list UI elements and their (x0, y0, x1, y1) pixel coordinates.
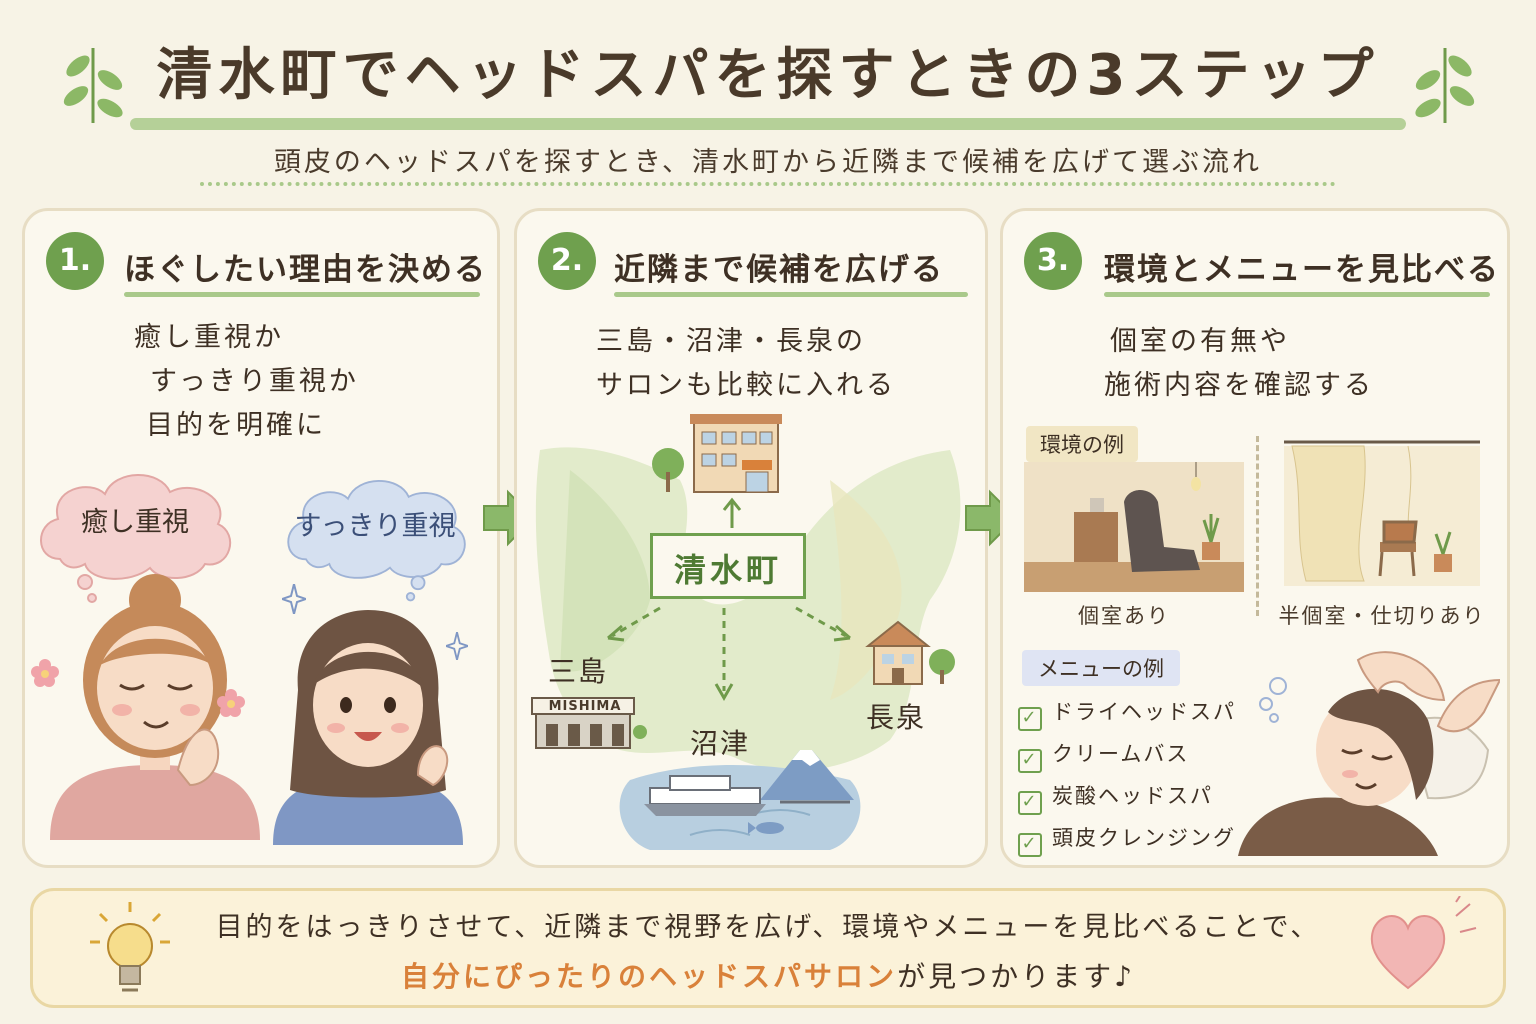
semi-private-room-label: 半個室・仕切りあり (1278, 604, 1486, 628)
heart-icon (1370, 896, 1477, 990)
step3-underline (1104, 292, 1490, 297)
shimizu-building-icon (652, 414, 782, 493)
leaf-icon-left (63, 48, 123, 123)
step2-underline (614, 292, 968, 297)
flower-icon-right (217, 689, 245, 717)
private-room-label: 個室あり (1078, 604, 1170, 628)
step3-line2: 施術内容を確認する (1104, 370, 1374, 401)
thought-bubble-blue (287, 480, 466, 602)
step1-line3: 目的を明確に (146, 410, 326, 441)
center-location-box (650, 533, 806, 599)
woman-relaxing-illustration (50, 574, 260, 840)
light-bulb-icon (90, 902, 170, 992)
bubble-refresh-text: すっきり重視 (294, 511, 456, 542)
step1-number: 1. (46, 232, 104, 290)
thought-bubble-pink (40, 474, 232, 603)
semi-private-room-illustration (1284, 440, 1480, 586)
flower-icon-left (31, 659, 59, 687)
summary-box (30, 888, 1506, 1008)
private-room-illustration (1024, 462, 1244, 592)
headspa-illustration (1238, 651, 1500, 856)
numazu-port-icon (644, 750, 854, 834)
mishima-sign-text: MISHIMA (548, 699, 622, 714)
leaf-icon-right (1415, 48, 1475, 123)
check-icon: ✓ (1018, 791, 1042, 815)
environment-example-label: 環境の例 (1026, 426, 1138, 462)
menu-item-row: ✓頭皮クレンジングなど (1018, 822, 1284, 857)
step1-title: ほぐしたい理由を決める (124, 252, 487, 288)
check-icon: ✓ (1018, 749, 1042, 773)
step1-line2: すっきり重視か (150, 366, 359, 397)
step3-title: 環境とメニューを見比べる (1104, 252, 1500, 288)
summary-rest: が見つかります♪ (897, 960, 1135, 993)
place-mishima: 三島 (548, 655, 609, 688)
step2-line2: サロンも比較に入れる (596, 370, 896, 401)
step1-underline (124, 292, 480, 297)
arrow-up-icon (722, 497, 742, 528)
menu-item-row: ✓ドライヘッドスパ (1018, 696, 1236, 731)
title-underline (130, 118, 1406, 130)
page-subtitle: 頭皮のヘッドスパを探すとき、清水町から近隣まで候補を広げて選ぶ流れ (273, 147, 1263, 178)
step3-line1: 個室の有無や (1110, 326, 1290, 357)
summary-line1: 目的をはっきりさせて、近隣まで視野を広げ、環境やメニューを見比べることで、 (215, 912, 1321, 943)
bubble-relax-text: 癒し重視 (81, 507, 189, 538)
summary-line2: 自分にぴったりのヘッドスパサロンが見つかります♪ (0, 955, 1536, 995)
woman-refreshed-illustration (273, 610, 463, 845)
step2-number: 2. (538, 232, 596, 290)
summary-highlight: 自分にぴったりのヘッドスパサロン (401, 960, 898, 993)
sparkle-icon (446, 632, 468, 660)
mishima-station-icon (531, 697, 647, 749)
step2-line1: 三島・沼津・長泉の (596, 326, 866, 357)
step2-title: 近隣まで候補を広げる (614, 252, 944, 288)
center-location-label: 清水町 (673, 551, 782, 589)
dashed-arrows-icon (607, 606, 851, 702)
step1-line1: 癒し重視か (134, 322, 284, 353)
nagaizumi-house-icon (865, 620, 955, 685)
step3-number: 3. (1024, 232, 1082, 290)
room-divider (1256, 436, 1259, 616)
place-nagaizumi: 長泉 (866, 701, 927, 734)
menu-example-label: メニューの例 (1022, 650, 1180, 686)
menu-item-row: ✓クリームバス (1018, 738, 1189, 773)
check-icon: ✓ (1018, 833, 1042, 857)
place-numazu: 沼津 (690, 727, 751, 760)
check-icon: ✓ (1018, 707, 1042, 731)
subtitle-divider (200, 182, 1336, 186)
sparkle-icon (282, 584, 306, 614)
page-title: 清水町でヘッドスパを探すときの3ステップ (156, 43, 1380, 108)
menu-item-row: ✓炭酸ヘッドスパ (1018, 780, 1213, 815)
